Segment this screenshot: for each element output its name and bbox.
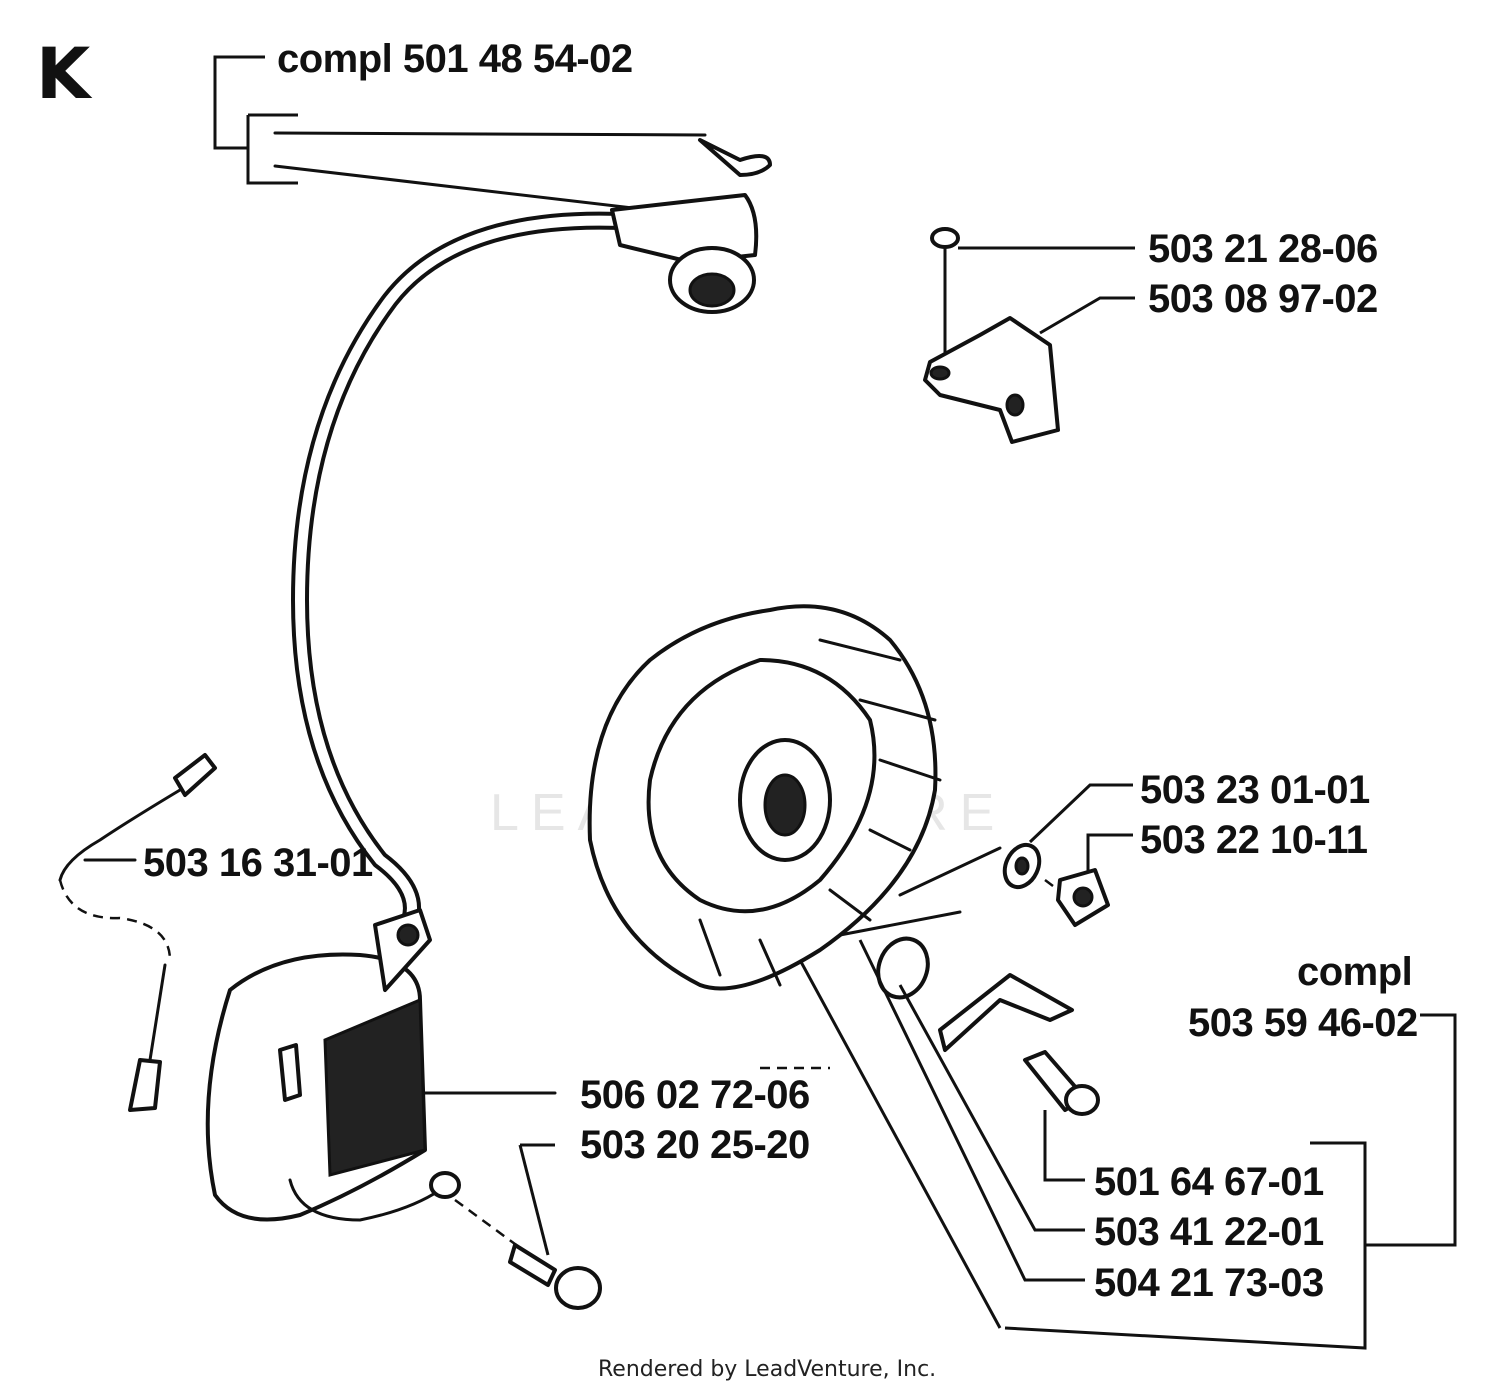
label-nut: 503 22 10-11	[1140, 818, 1368, 862]
label-washer: 503 23 01-01	[1140, 768, 1370, 812]
label-flywheel-compl-word: compl	[1297, 950, 1412, 994]
flywheel-drawing	[587, 604, 1002, 991]
label-bracket: 503 08 97-02	[1148, 277, 1378, 321]
label-ignition-module: 506 02 72-06	[580, 1073, 810, 1117]
label-flywheel-compl-number: 503 59 46-02	[1188, 1001, 1418, 1045]
label-screw-top: 503 21 28-06	[1148, 227, 1378, 271]
label-spring: 503 41 22-01	[1094, 1210, 1324, 1254]
label-ignition-lead-compl: compl 501 48 54-02	[277, 37, 633, 81]
ignition-lead-drawing	[213, 55, 772, 929]
washer-nut-drawing	[1002, 783, 1133, 927]
footer-credit: Rendered by LeadVenture, Inc.	[598, 1357, 936, 1382]
label-short-circuit-cable: 503 16 31-01	[143, 841, 373, 885]
bracket-drawing	[923, 227, 1135, 444]
label-pawl-screw: 501 64 67-01	[1094, 1160, 1324, 1204]
section-letter: K	[36, 33, 93, 115]
label-pawl: 504 21 73-03	[1094, 1261, 1324, 1305]
label-module-screw: 503 20 25-20	[580, 1123, 810, 1167]
short-circuit-cable-drawing	[58, 753, 217, 1112]
pawl-assembly-drawing	[798, 936, 1457, 1350]
ignition-module-drawing	[205, 908, 830, 1310]
